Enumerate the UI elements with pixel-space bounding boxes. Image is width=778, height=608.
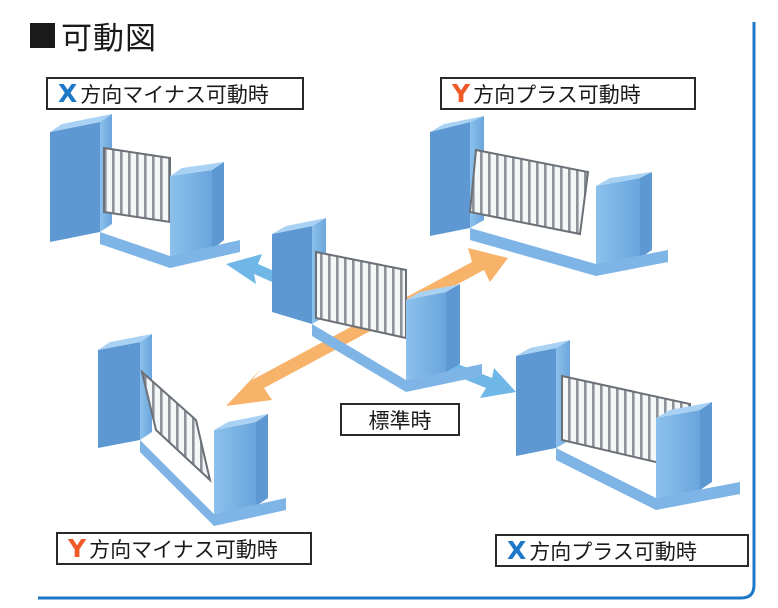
label-y-minus: Y 方向マイナス可動時	[56, 532, 312, 565]
page-title-text: 可動図	[61, 20, 157, 57]
label-x-plus: X 方向プラス可動時	[495, 534, 749, 567]
axis-letter: Y	[452, 79, 471, 108]
label-text: 方向マイナス可動時	[89, 537, 278, 562]
label-text: 方向マイナス可動時	[80, 82, 269, 107]
axis-letter: Y	[68, 534, 87, 563]
gate-standard-icon	[272, 218, 482, 392]
gate-y-plus-icon	[430, 116, 668, 276]
page-title: 可動図	[30, 12, 157, 58]
label-text: 方向プラス可動時	[473, 82, 641, 107]
axis-letter: X	[507, 536, 527, 565]
black-square-icon	[30, 22, 55, 48]
gate-x-minus-icon	[50, 114, 240, 268]
label-y-plus: Y 方向プラス可動時	[440, 77, 696, 110]
gate-x-plus-icon	[516, 340, 740, 510]
label-text: 方向プラス可動時	[529, 539, 697, 564]
label-standard: 標準時	[340, 403, 460, 436]
axis-letter: X	[58, 79, 78, 108]
gate-y-minus-icon	[98, 334, 286, 526]
label-text: 標準時	[368, 408, 432, 433]
label-x-minus: X 方向マイナス可動時	[46, 77, 304, 110]
